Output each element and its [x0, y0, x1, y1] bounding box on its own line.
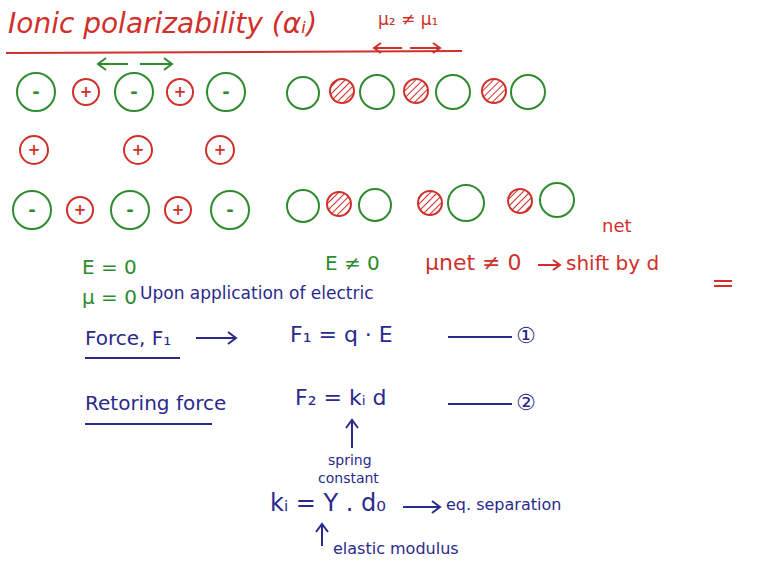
ion-circle: -	[114, 72, 154, 112]
note-text: elastic modulus	[333, 540, 459, 558]
ion-sign: +	[172, 203, 185, 218]
ion-circle: +	[19, 135, 49, 165]
note-text: constant	[318, 470, 379, 486]
ion-sign: +	[132, 143, 145, 158]
ion-sign: -	[28, 201, 35, 219]
field-arrows	[98, 58, 172, 70]
note-text: E = 0	[82, 256, 137, 279]
ion-sign: -	[126, 201, 133, 219]
ion-circle: +	[66, 196, 94, 224]
ion-circle: +	[205, 135, 235, 165]
ion-sign: +	[214, 143, 227, 158]
note-text: kᵢ = Y . d₀	[270, 490, 386, 518]
note-text: μnet ≠ 0	[425, 250, 522, 275]
note-text: E ≠ 0	[325, 252, 380, 275]
note-text: Upon application of electric	[140, 284, 374, 304]
dipole-arrows	[374, 43, 440, 53]
ion-circle: -	[206, 72, 246, 112]
ion-sign: -	[130, 83, 137, 101]
ion-sign: -	[32, 83, 39, 101]
note-text: Force, F₁	[85, 327, 171, 350]
ion-circle: -	[210, 190, 250, 230]
ion-circle: +	[166, 78, 194, 106]
ion-circle: +	[123, 135, 153, 165]
note-text: net	[602, 216, 632, 237]
ion-sign: +	[74, 203, 87, 218]
ion-sign: -	[222, 83, 229, 101]
ion-circle: -	[110, 190, 150, 230]
ion-sign: +	[80, 85, 93, 100]
title-underline	[6, 51, 462, 53]
note-text: F₁ = q · E	[290, 322, 393, 347]
ion-sign: +	[174, 85, 187, 100]
note-text: ②	[516, 390, 536, 415]
note-text: spring	[328, 452, 372, 468]
note-text: μ = 0	[82, 286, 137, 309]
ion-sign: +	[28, 143, 41, 158]
note-text: Retoring force	[85, 392, 226, 415]
title: Ionic polarizability (αᵢ)	[8, 8, 317, 40]
ion-sign: -	[226, 201, 233, 219]
note-text: ①	[516, 323, 536, 348]
note-text: eq. separation	[446, 496, 561, 514]
ion-circle: -	[12, 190, 52, 230]
ion-circle: -	[16, 72, 56, 112]
note-text: μ₂ ≠ μ₁	[378, 10, 438, 30]
ion-chain	[287, 75, 574, 222]
ion-circle: +	[72, 78, 100, 106]
note-text: shift by d	[566, 252, 659, 275]
note-text: F₂ = kᵢ d	[295, 385, 387, 410]
ion-circle: +	[164, 196, 192, 224]
